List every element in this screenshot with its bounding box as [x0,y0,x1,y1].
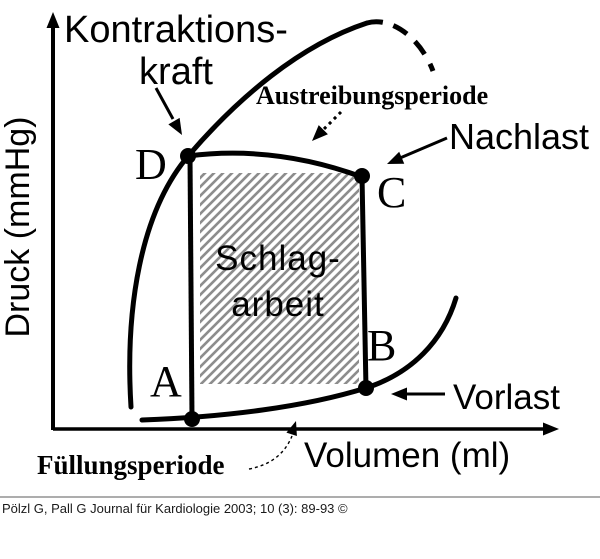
y-axis-arrowhead-icon [46,12,60,28]
point-label-d: D [135,140,167,189]
ejection-period-label: Austreibungsperiode [256,81,489,110]
stroke-work-label: Schlag- arbeit [196,236,360,328]
loop-isovolumetric-relaxation-segment [359,175,369,390]
loop-ejection-segment [187,150,363,180]
point-label-b: B [367,321,397,370]
filling-period-label: Füllungsperiode [37,450,225,480]
afterload-arrowhead-icon [387,151,405,164]
point-label-c: C [377,168,407,217]
afterload-arrow-line [399,136,448,160]
stroke-work-hatched-area [200,173,359,384]
contraction-force-label-line2: kraft [139,50,213,93]
footer-divider [0,496,600,498]
espvr-curve-dashed-extension [366,19,436,72]
x-axis-arrowhead-icon [543,422,559,436]
y-axis-label: Druck (mmHg) [0,116,37,338]
point-dot-d [180,148,196,164]
filling-period-dashed-arrow-line [248,435,293,470]
afterload-label: Nachlast [449,116,590,157]
stroke-work-label-line2: arbeit [231,285,325,324]
contraction-force-arrowhead-icon [168,117,182,135]
x-axis-label: Volumen (ml) [304,436,511,475]
edpvr-filling-curve [139,295,459,423]
filling-period-arrowhead-icon [286,421,297,437]
stroke-work-label-line1: Schlag- [215,239,341,278]
point-dot-c [354,168,370,184]
loop-isovolumetric-contraction-segment [187,155,195,420]
contraction-force-arrow-line [154,87,175,120]
ejection-period-arrowhead-icon [312,125,328,141]
citation-text: Pölzl G, Pall G Journal für Kardiologie … [2,501,348,516]
point-dot-b [358,380,374,396]
preload-arrowhead-icon [391,387,407,401]
ejection-period-dotted-arrow-line [320,110,343,133]
point-label-a: A [150,357,182,406]
point-dot-a [184,411,200,427]
contraction-force-label-line1: Kontraktions- [64,9,288,51]
contraction-force-label: Kontraktions- kraft [60,9,292,94]
preload-label: Vorlast [453,378,560,417]
